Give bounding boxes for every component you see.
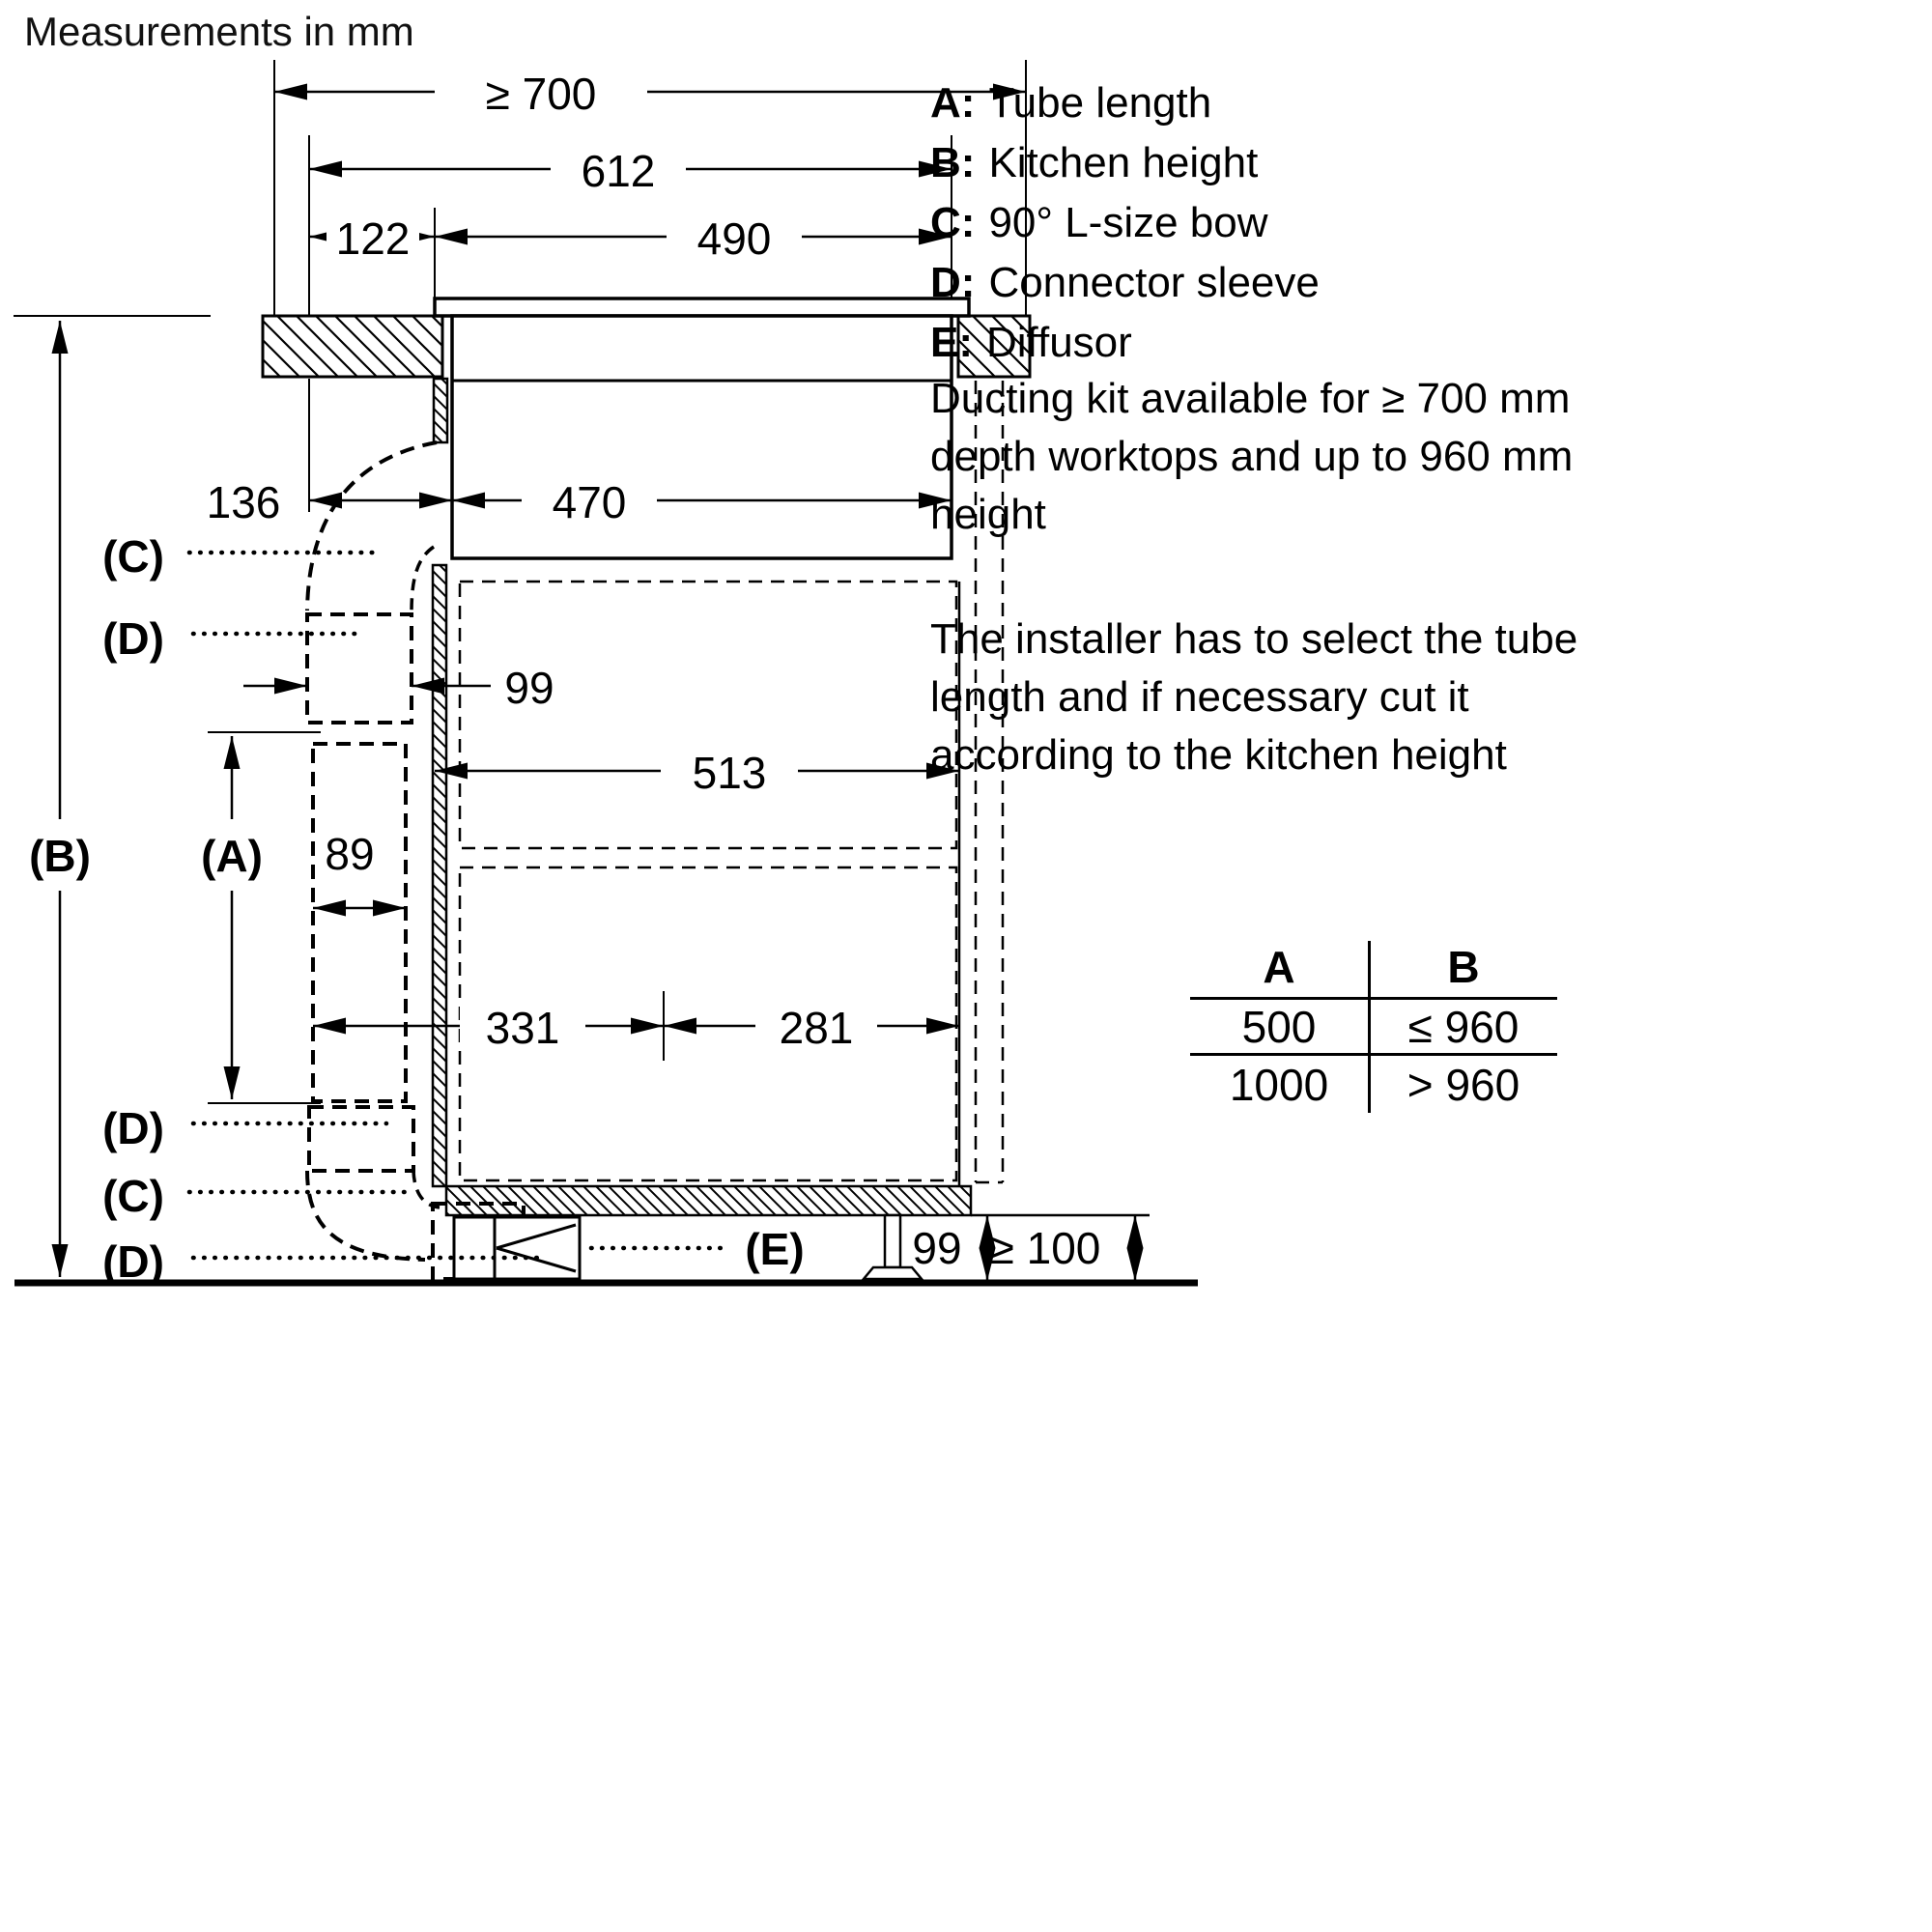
- note-ducting-line2: depth worktops and up to 960 mm: [930, 433, 1574, 480]
- cabinet-leg: [883, 1213, 902, 1269]
- upper-duct-run: [305, 440, 438, 1103]
- lower-duct-run: [305, 1105, 582, 1281]
- legend-key-a: A:: [930, 79, 976, 127]
- connector-sleeve-lower: [307, 1105, 415, 1173]
- hob-clamp-tab: [432, 377, 449, 444]
- callout-C-lower-label: (C): [102, 1171, 164, 1221]
- legend-key-b: B:: [930, 139, 976, 186]
- upper-bow-outer: [305, 440, 438, 611]
- table-row-rule: [1190, 1053, 1557, 1056]
- legend-label-a: Tube length: [988, 79, 1212, 127]
- table-cell-b1: ≤ 960: [1407, 1002, 1520, 1052]
- dim-513-label: 513: [693, 748, 767, 798]
- dimension-bottom-widths: 331 281: [313, 991, 959, 1061]
- table-cell-a2: 1000: [1229, 1060, 1329, 1110]
- dim-490-label: 490: [697, 213, 772, 264]
- legend-item-e: E: Diffusor: [930, 313, 1320, 373]
- callout-D-lower-2: (D): [102, 1236, 540, 1287]
- diffusor-box: [452, 1215, 582, 1281]
- tube: [311, 742, 408, 1103]
- table-header-rule: [1190, 997, 1557, 1000]
- lower-bow-inner: [412, 1170, 440, 1209]
- callout-E-label: (E): [745, 1224, 804, 1274]
- dimension-cutout-width: 490: [435, 213, 952, 264]
- hob: [432, 297, 971, 560]
- worktop-right: [956, 314, 1032, 379]
- dim-470-label: 470: [553, 477, 627, 527]
- dimension-connector-width: 99: [243, 663, 554, 713]
- table-cell-a1: 500: [1241, 1002, 1317, 1052]
- note-ducting-line1: Ducting kit available for ≥ 700 mm: [930, 375, 1571, 422]
- legend-item-c: C: 90° L-size bow: [930, 193, 1320, 253]
- cabinet-bottom-panel: [444, 1184, 973, 1217]
- legend-item-a: A:Tube length: [930, 73, 1320, 133]
- note-installer: The installer has to select the tube len…: [930, 611, 1577, 784]
- dim-100-label: ≥ 100: [990, 1223, 1101, 1273]
- dim-331-label: 331: [486, 1003, 560, 1053]
- cabinet-front-rail: [431, 563, 448, 1188]
- legend-label-b: Kitchen height: [988, 139, 1259, 186]
- legend-label-e: Diffusor: [986, 319, 1132, 366]
- upper-bow-inner: [410, 545, 436, 613]
- callout-D-lower1-label: (D): [102, 1103, 164, 1153]
- legend-label-c: 90° L-size bow: [988, 199, 1268, 246]
- callout-A: (A): [201, 831, 263, 881]
- callout-D-lower-1: (D): [102, 1103, 389, 1153]
- dimension-hob-width: 612: [309, 145, 952, 196]
- callout-D-upper-label: (D): [102, 613, 164, 664]
- note-ducting-kit: Ducting kit available for ≥ 700 mm depth…: [930, 370, 1573, 544]
- legend-key-c: C:: [930, 199, 976, 246]
- dim-700-label: ≥ 700: [486, 69, 597, 119]
- legend-key-d: D:: [930, 259, 976, 306]
- dim-122-label: 122: [336, 213, 411, 264]
- dimension-A-tube-length: (A): [201, 731, 321, 1104]
- table-header-b: B: [1447, 942, 1480, 992]
- worktop-left: [261, 314, 444, 379]
- legend-key-e: E:: [930, 319, 973, 366]
- legend: A:Tube length B: Kitchen height C: 90° L-s…: [930, 73, 1320, 373]
- legend-item-b: B: Kitchen height: [930, 133, 1320, 193]
- dimension-left-offset: 122: [309, 213, 435, 264]
- note-installer-line2: length and if necessary cut it: [930, 673, 1469, 721]
- legend-item-d: D: Connector sleeve: [930, 253, 1320, 313]
- dim-99-bottom-label: 99: [912, 1223, 961, 1273]
- dimension-worktop-depth: ≥ 700: [274, 68, 1026, 119]
- dim-99-upper-label: 99: [504, 663, 554, 713]
- cabinet-upper-compartment: [458, 580, 958, 850]
- dimension-cabinet-inner-width: 513: [435, 747, 959, 798]
- dim-281-label: 281: [780, 1003, 854, 1053]
- note-installer-line1: The installer has to select the tube: [930, 615, 1578, 663]
- page-title: Measurements in mm: [24, 9, 414, 54]
- dimension-tube-width: 89: [313, 829, 406, 917]
- dimension-floor-clearance: ≥ 100: [990, 1215, 1144, 1281]
- tube-length-table: A B 500 ≤ 960 1000 > 960: [1190, 939, 1557, 1118]
- table-cell-b2: > 960: [1406, 1060, 1520, 1110]
- connector-sleeve-upper: [305, 612, 413, 724]
- lower-bow-outer: [305, 1170, 426, 1262]
- dimension-B-kitchen-height: (B): [29, 321, 91, 1277]
- note-installer-line3: according to the kitchen height: [930, 731, 1507, 779]
- dimension-plinth-height: 99: [912, 1215, 996, 1281]
- cabinet: [431, 381, 1150, 1281]
- dim-89-label: 89: [325, 829, 374, 879]
- callout-D-lower2-label: (D): [102, 1236, 164, 1287]
- dimension-hob-body-width: 470: [452, 476, 952, 527]
- table-header-a: A: [1263, 942, 1295, 992]
- table-column-divider: [1368, 941, 1371, 1113]
- legend-label-d: Connector sleeve: [988, 259, 1320, 306]
- cabinet-foot: [861, 1265, 924, 1281]
- dim-136-label: 136: [207, 477, 281, 527]
- dim-612-label: 612: [582, 146, 656, 196]
- hob-glass-plate: [433, 297, 971, 318]
- dimension-duct-offset: 136: [207, 477, 452, 527]
- callout-D-upper: (D): [102, 613, 358, 664]
- note-ducting-line3: height: [930, 491, 1046, 538]
- callout-C-upper-label: (C): [102, 531, 164, 582]
- callout-B: (B): [29, 831, 91, 881]
- callout-C-upper: (C): [102, 531, 380, 582]
- callout-E: (E): [588, 1224, 805, 1274]
- callout-C-lower: (C): [102, 1171, 409, 1221]
